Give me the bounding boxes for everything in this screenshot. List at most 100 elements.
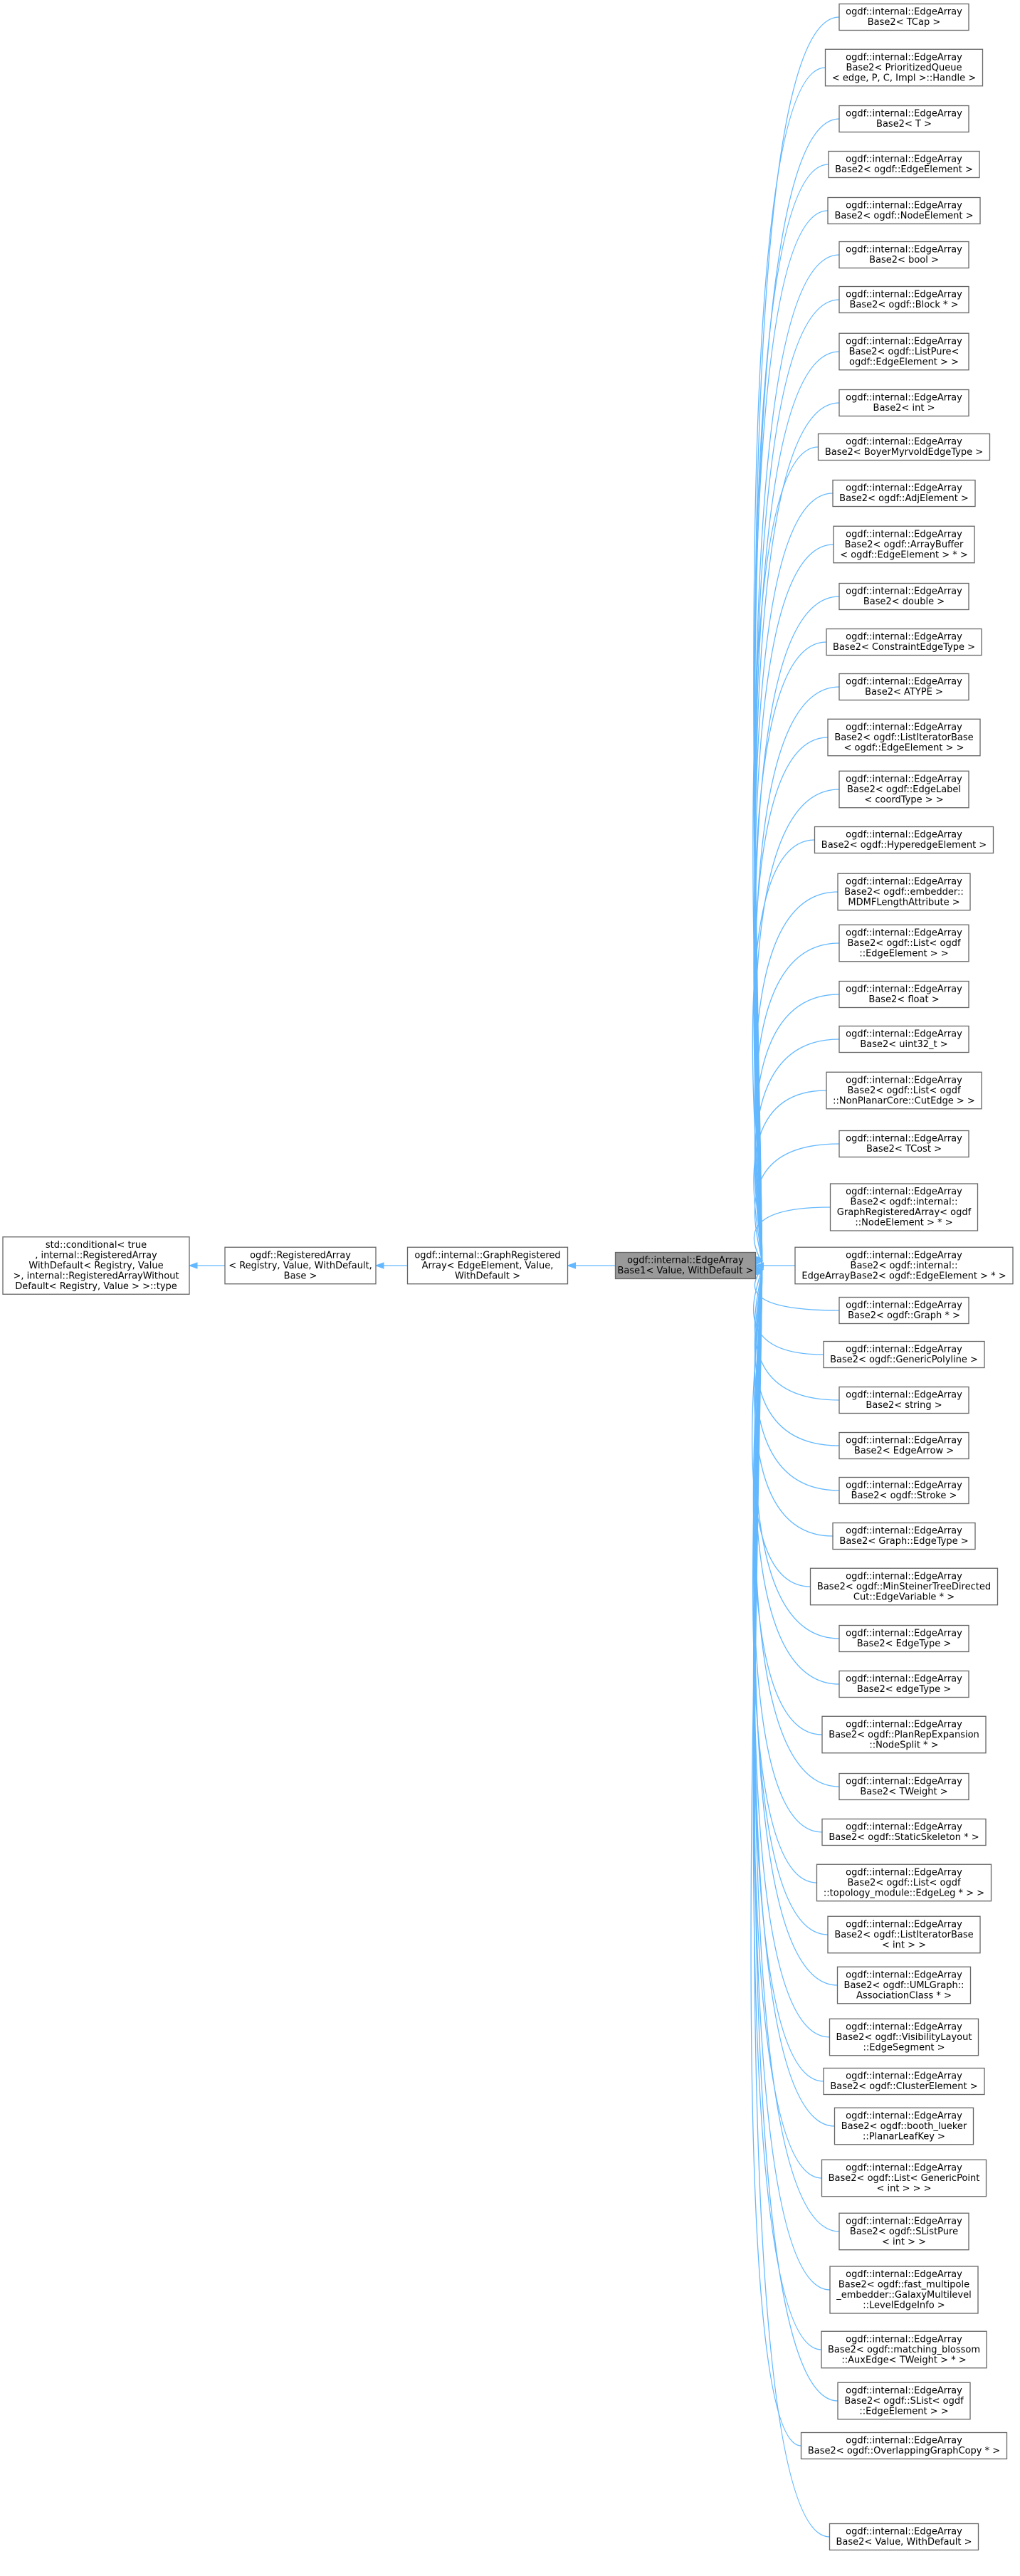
class-node-edge-array-base2[interactable]: ogdf::internal::EdgeArrayBase2< ogdf::bo… [834, 2107, 974, 2145]
class-node-edge-array-base2[interactable]: ogdf::internal::EdgeArrayBase2< ogdf::Li… [826, 1071, 982, 1110]
class-node-edge-array-base2[interactable]: ogdf::internal::EdgeArrayBase2< double > [838, 582, 969, 611]
class-node-edge-array-base2[interactable]: ogdf::internal::EdgeArrayBase2< ogdf::Vi… [829, 2018, 979, 2056]
inheritance-edge-line [754, 1269, 840, 1685]
class-node-edge-array-base2[interactable]: ogdf::internal::EdgeArrayBase2< TCap > [838, 3, 969, 31]
inheritance-edge [752, 1265, 823, 1735]
class-node-edge-array-base2[interactable]: ogdf::internal::EdgeArrayBase2< ogdf::Li… [838, 924, 969, 962]
class-node-edge-array-base2[interactable]: ogdf::internal::EdgeArrayBase2< ogdf::em… [837, 873, 971, 911]
class-node-edge-array-base2-label-line: ogdf::internal::EdgeArray [846, 154, 962, 165]
class-node-edge-array-base2[interactable]: ogdf::internal::EdgeArrayBase2< ogdf::No… [827, 196, 981, 225]
class-node-std-conditional[interactable]: std::conditional< true, internal::Regist… [2, 1236, 190, 1295]
inheritance-edge [752, 1265, 830, 2538]
class-node-edge-array-base2[interactable]: ogdf::internal::EdgeArrayBase2< ATYPE > [838, 673, 969, 701]
class-node-edge-array-base2-box [838, 1431, 969, 1460]
class-node-edge-array-base2-label-line: Base2< ogdf::embedder:: [844, 887, 964, 898]
class-node-edge-array-base2[interactable]: ogdf::internal::EdgeArrayBase2< BoyerMyr… [817, 433, 991, 461]
class-node-edge-array-base2-label-line: ogdf::internal::EdgeArray [846, 2527, 962, 2538]
class-node-registered-array[interactable]: ogdf::RegisteredArray< Registry, Value, … [224, 1246, 377, 1285]
class-node-edge-array-base2-box [838, 241, 969, 269]
class-node-edge-array-base2-label-line: Base2< uint32_t > [860, 1039, 947, 1050]
class-node-edge-array-base2[interactable]: ogdf::internal::EdgeArrayBase2< T > [838, 105, 969, 133]
class-node-edge-array-base2-box [824, 48, 984, 87]
class-node-edge-array-base2-label-line: ::LevelEdgeInfo > [863, 2301, 945, 2311]
class-node-edge-array-base2-label-line: EdgeArrayBase2< ogdf::EdgeElement > * > [801, 1271, 1006, 1281]
class-node-edge-array-base2[interactable]: ogdf::internal::EdgeArrayBase2< int > [838, 389, 969, 417]
class-node-edge-array-base2-label-line: ogdf::internal::EdgeArray [846, 722, 962, 732]
class-node-edge-array-base2[interactable]: ogdf::internal::EdgeArrayBase2< Value, W… [829, 2523, 979, 2551]
class-node-edge-array-base2-box [827, 196, 981, 225]
class-node-edge-array-base2[interactable]: ogdf::internal::EdgeArrayBase2< ogdf::Li… [821, 2159, 987, 2197]
class-node-edge-array-base2-label-line: Base2< edgeType > [857, 1684, 951, 1695]
class-node-edge-array-base2-label-line: ogdf::internal::EdgeArray [846, 437, 962, 448]
class-node-edge-array-base2[interactable]: ogdf::internal::EdgeArrayBase2< ogdf::Ov… [800, 2432, 1008, 2460]
class-node-graph-registered-array[interactable]: ogdf::internal::GraphRegisteredArray< Ed… [406, 1246, 569, 1285]
class-node-edge-array-base2[interactable]: ogdf::internal::EdgeArrayBase2< ogdf::SL… [837, 2382, 971, 2420]
class-node-edge-array-base2[interactable]: ogdf::internal::EdgeArrayBase2< ogdf::Gr… [838, 1296, 969, 1325]
class-node-edge-array-base2-label-line: ogdf::internal::EdgeArray [846, 2022, 962, 2032]
class-node-edge-array-base2[interactable]: ogdf::internal::EdgeArrayBase2< ogdf::Ge… [823, 1340, 985, 1369]
class-node-edge-array-base2-label-line: ogdf::internal::EdgeArray [846, 984, 962, 995]
class-node-registered-array-box [224, 1246, 377, 1285]
inheritance-edge [752, 1265, 824, 2082]
class-node-edge-array-base2[interactable]: ogdf::internal::EdgeArrayBase2< ogdf::UM… [836, 1966, 972, 2004]
inheritance-edge-line [754, 789, 840, 1262]
class-node-edge-array-base2-label-line: Base2< string > [866, 1400, 942, 1411]
class-node-edge-array-base2[interactable]: ogdf::internal::EdgeArrayBase2< Graph::E… [832, 1522, 976, 1550]
class-node-edge-array-base2-box [826, 1071, 982, 1110]
class-node-edge-array-base2[interactable]: ogdf::internal::EdgeArrayBase2< ogdf::in… [794, 1246, 1014, 1285]
class-node-edge-array-base2[interactable]: ogdf::internal::EdgeArrayBase2< EdgeType… [838, 1624, 969, 1653]
inheritance-edge-line [754, 1267, 840, 1446]
class-node-edge-array-base2-box [827, 718, 981, 757]
class-node-edge-array-base2[interactable]: ogdf::internal::EdgeArrayBase2< ogdf::in… [829, 1183, 979, 1231]
inheritance-edge [754, 1265, 840, 1401]
class-node-edge-array-base2-label-line: ogdf::internal::EdgeArray [846, 1629, 962, 1639]
class-node-edge-array-base2-label-line: Base2< ogdf::fast_multipole [838, 2280, 969, 2291]
class-node-edge-array-base2-label-line: ogdf::internal::EdgeArray [846, 632, 962, 643]
class-node-edge-array-base2-label-line: ogdf::internal::EdgeArray [846, 2334, 962, 2345]
class-node-edge-array-base2[interactable]: ogdf::internal::EdgeArrayBase2< ogdf::Ed… [828, 150, 980, 179]
class-node-edge-array-base2-label-line: Base2< BoyerMyrvoldEdgeType > [825, 447, 983, 458]
class-node-edge-array-base2[interactable]: ogdf::internal::EdgeArrayBase2< ogdf::Li… [816, 1863, 992, 1902]
class-node-edge-array-base2[interactable]: ogdf::internal::EdgeArrayBase2< float > [838, 980, 969, 1009]
class-node-edge-array-base2[interactable]: ogdf::internal::EdgeArrayBase2< ogdf::Hy… [814, 826, 994, 854]
class-node-edge-array-base2[interactable]: ogdf::internal::EdgeArrayBase2< ogdf::St… [838, 1476, 969, 1505]
inheritance-edge-line [754, 1266, 840, 1401]
class-node-edge-array-base2[interactable]: ogdf::internal::EdgeArrayBase2< ogdf::Pl… [821, 1715, 987, 1754]
class-node-edge-array-base2-label-line: ogdf::internal::EdgeArray [846, 1777, 962, 1787]
class-node-edge-array-base2[interactable]: ogdf::internal::EdgeArrayBase2< TWeight … [838, 1772, 969, 1801]
inheritance-edge [753, 1265, 834, 1537]
class-node-edge-array-base2[interactable]: ogdf::internal::EdgeArrayBase2< ogdf::Cl… [823, 2067, 985, 2096]
class-node-edge-array-base2[interactable]: ogdf::internal::EdgeArrayBase2< ogdf::Mi… [809, 1567, 999, 1606]
class-node-edge-array-base2[interactable]: ogdf::internal::EdgeArrayBase2< TCost > [838, 1130, 969, 1158]
inheritance-edge [752, 839, 815, 1266]
class-node-edge-array-base2[interactable]: ogdf::internal::EdgeArrayBase2< string > [838, 1386, 969, 1414]
class-node-edge-array-base2[interactable]: ogdf::internal::EdgeArrayBase2< Constrai… [826, 628, 982, 656]
class-node-edge-array-base2-box [832, 1522, 976, 1550]
class-node-edge-array-base2[interactable]: ogdf::internal::EdgeArrayBase2< ogdf::SL… [838, 2212, 969, 2251]
class-node-edge-array-base2[interactable]: ogdf::internal::EdgeArrayBase2< uint32_t… [838, 1025, 969, 1053]
inheritance-edge [753, 1206, 831, 1266]
inheritance-edge [752, 210, 829, 1266]
class-node-edge-array-base2[interactable]: ogdf::internal::EdgeArrayBase2< ogdf::Ad… [832, 479, 976, 508]
class-node-edge-array-base2-label-line: ogdf::internal::EdgeArray [846, 52, 962, 63]
class-node-edge-array-base2[interactable]: ogdf::internal::EdgeArrayBase2< ogdf::fa… [829, 2266, 979, 2314]
class-node-edge-array-base2[interactable]: ogdf::internal::EdgeArrayBase2< ogdf::Li… [827, 1915, 981, 1954]
inheritance-edge-line [753, 164, 829, 1262]
class-node-edge-array-base2[interactable]: ogdf::internal::EdgeArrayBase2< edgeType… [838, 1670, 969, 1698]
class-node-edge-array-base2[interactable]: ogdf::internal::EdgeArrayBase2< ogdf::Ar… [833, 525, 975, 564]
class-node-edge-array-base2[interactable]: ogdf::internal::EdgeArrayBase2< bool > [838, 241, 969, 269]
class-node-edge-array-base2-label-line: Base2< ogdf::List< ogdf [847, 1085, 960, 1096]
class-node-edge-array-base2[interactable]: ogdf::internal::EdgeArrayBase2< ogdf::Ed… [838, 770, 969, 809]
class-node-edge-array-base2[interactable]: ogdf::internal::EdgeArrayBase2< ogdf::St… [821, 1818, 987, 1846]
class-node-edge-array-base2[interactable]: ogdf::internal::EdgeArrayBase2< ogdf::Bl… [838, 285, 969, 314]
class-node-edge-array-base2-label-line: _embedder::GalaxyMultilevel [836, 2290, 971, 2301]
class-node-edge-array-base2-label-line: ogdf::internal::EdgeArray [846, 1345, 962, 1355]
class-node-edge-array-base2[interactable]: ogdf::internal::EdgeArrayBase2< Prioriti… [824, 48, 984, 87]
class-node-edge-array-base2[interactable]: ogdf::internal::EdgeArrayBase2< ogdf::ma… [821, 2330, 987, 2369]
class-node-edge-array-base2[interactable]: ogdf::internal::EdgeArrayBase2< EdgeArro… [838, 1431, 969, 1460]
class-node-edge-array-base2[interactable]: ogdf::internal::EdgeArrayBase2< ogdf::Li… [827, 718, 981, 757]
class-node-edge-array-base2[interactable]: ogdf::internal::EdgeArrayBase2< ogdf::Li… [838, 332, 969, 371]
class-node-edge-array-base2-label-line: Base2< ogdf::EdgeElement > [835, 164, 973, 175]
class-node-edge-array-base2-box [823, 1340, 985, 1369]
